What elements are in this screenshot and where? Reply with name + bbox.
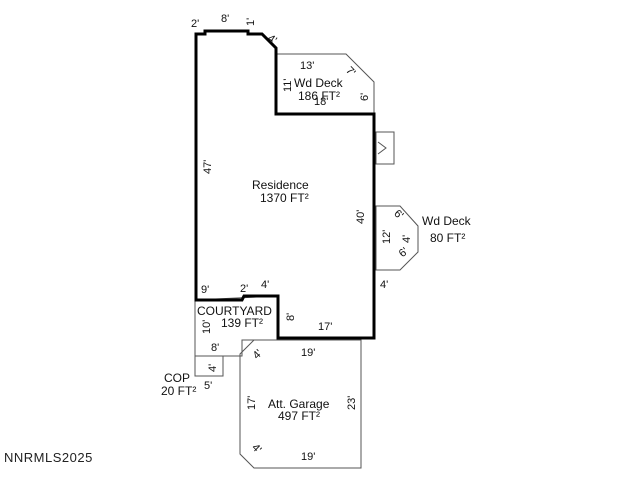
courtyard-area: 139 FT²: [221, 316, 263, 330]
dim-court-9: 9': [201, 284, 209, 296]
cop-area: 20 FT²: [161, 384, 196, 398]
dim-deck-r-12: 12': [381, 230, 393, 244]
dim-top-8: 8': [221, 13, 229, 25]
dim-gar-23: 23': [346, 396, 358, 410]
dim-cop-8: 8': [211, 342, 219, 354]
dim-res-bottom-17: 17': [318, 321, 332, 333]
dim-res-right-40: 40': [355, 210, 367, 224]
dim-gar-4-bottom: 4': [249, 442, 263, 456]
cop-name: COP: [164, 371, 190, 385]
chimney-mark: [377, 141, 387, 155]
dim-deck-r-6b: 6': [397, 245, 411, 259]
dim-deck-left-11: 11': [282, 78, 294, 92]
residence-name: Residence: [252, 178, 309, 192]
dim-gar-4-top: 4': [251, 347, 265, 361]
residence-outline: [194, 29, 376, 340]
dim-res-4-right: 4': [380, 279, 388, 291]
dim-court-4: 4': [261, 279, 269, 291]
wd-deck-right-area: 80 FT²: [430, 231, 465, 245]
dim-gar-19-top: 19': [301, 347, 315, 359]
residence-area: 1370 FT²: [260, 191, 309, 205]
dim-gar-19-bottom: 19': [301, 451, 315, 463]
wd-deck-top-name: Wd Deck: [294, 76, 344, 90]
garage-name: Att. Garage: [268, 397, 330, 411]
dim-top-4: 4': [265, 32, 279, 47]
watermark: NNRMLS2025: [4, 450, 93, 465]
wd-deck-right-name: Wd Deck: [422, 214, 472, 228]
dim-top-1: 1': [245, 18, 257, 26]
wd-deck-right-outline: [375, 205, 419, 271]
dim-court-10: 10': [201, 320, 213, 334]
dim-top-2: 2': [191, 18, 199, 30]
dim-deck-top-13: 13': [300, 60, 314, 72]
dim-deck-r-4: 4': [401, 235, 413, 243]
garage-area: 497 FT²: [278, 409, 320, 423]
dim-cop-4: 4': [207, 364, 219, 372]
cop-outline: [194, 355, 224, 377]
dim-deck-bottom-18: 18': [314, 96, 328, 108]
dim-deck-diag-7: 7': [343, 65, 357, 79]
dim-gar-17: 17': [246, 396, 258, 410]
wd-deck-top-area: 186 FT²: [298, 89, 340, 103]
courtyard-name: COURTYARD: [197, 304, 272, 318]
chimney: [375, 131, 395, 165]
dim-res-left-47: 47': [202, 160, 214, 174]
dim-cop-5: 5': [204, 380, 212, 392]
dim-deck-right-6: 6': [359, 93, 371, 101]
dim-court-2: 2': [240, 283, 248, 295]
dim-court-8: 8': [285, 313, 297, 321]
